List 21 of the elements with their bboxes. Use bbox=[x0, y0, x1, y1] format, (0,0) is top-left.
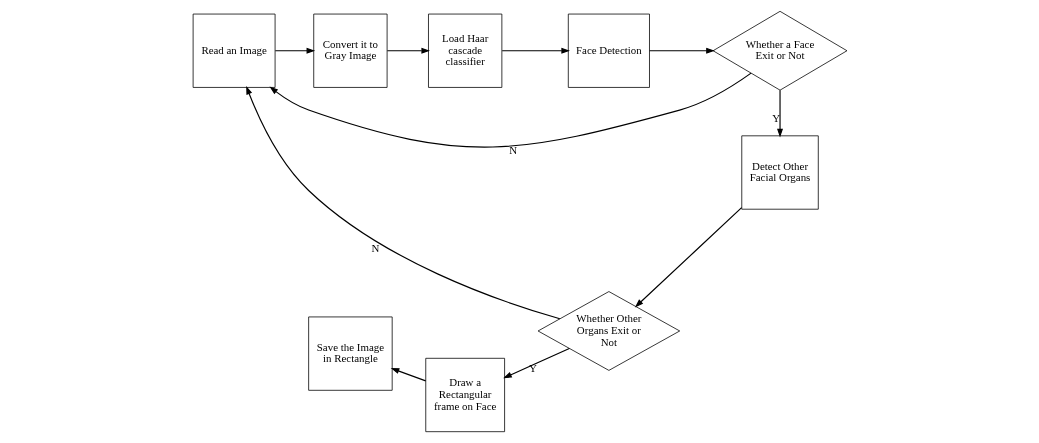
arrow bbox=[268, 72, 752, 148]
edge-label: Y bbox=[528, 361, 537, 374]
node-box: Read an Image bbox=[192, 13, 275, 88]
node-box: Face Detection bbox=[567, 13, 650, 88]
arrow bbox=[501, 47, 570, 54]
arrow bbox=[390, 368, 426, 382]
arrow bbox=[502, 347, 570, 379]
arrow bbox=[274, 47, 315, 54]
arrow bbox=[245, 85, 560, 320]
edge-label: N bbox=[508, 144, 517, 157]
node-diamond: Whether a Face Exit or Not bbox=[712, 10, 847, 91]
arrow bbox=[648, 47, 715, 54]
edge-label: N bbox=[370, 241, 379, 254]
node-diamond: Whether Other Organs Exit or Not bbox=[537, 291, 680, 371]
node-box: Convert it to Gray Image bbox=[312, 13, 387, 88]
node-box: Detect Other Facial Organs bbox=[740, 135, 819, 210]
node-box: Save the Image in Rectangle bbox=[307, 316, 393, 391]
node-box: Draw a Rectangular frame on Face bbox=[424, 357, 505, 433]
arrow bbox=[634, 207, 742, 308]
node-box: Load Haar cascade classifier bbox=[427, 13, 502, 88]
arrow bbox=[386, 47, 430, 54]
